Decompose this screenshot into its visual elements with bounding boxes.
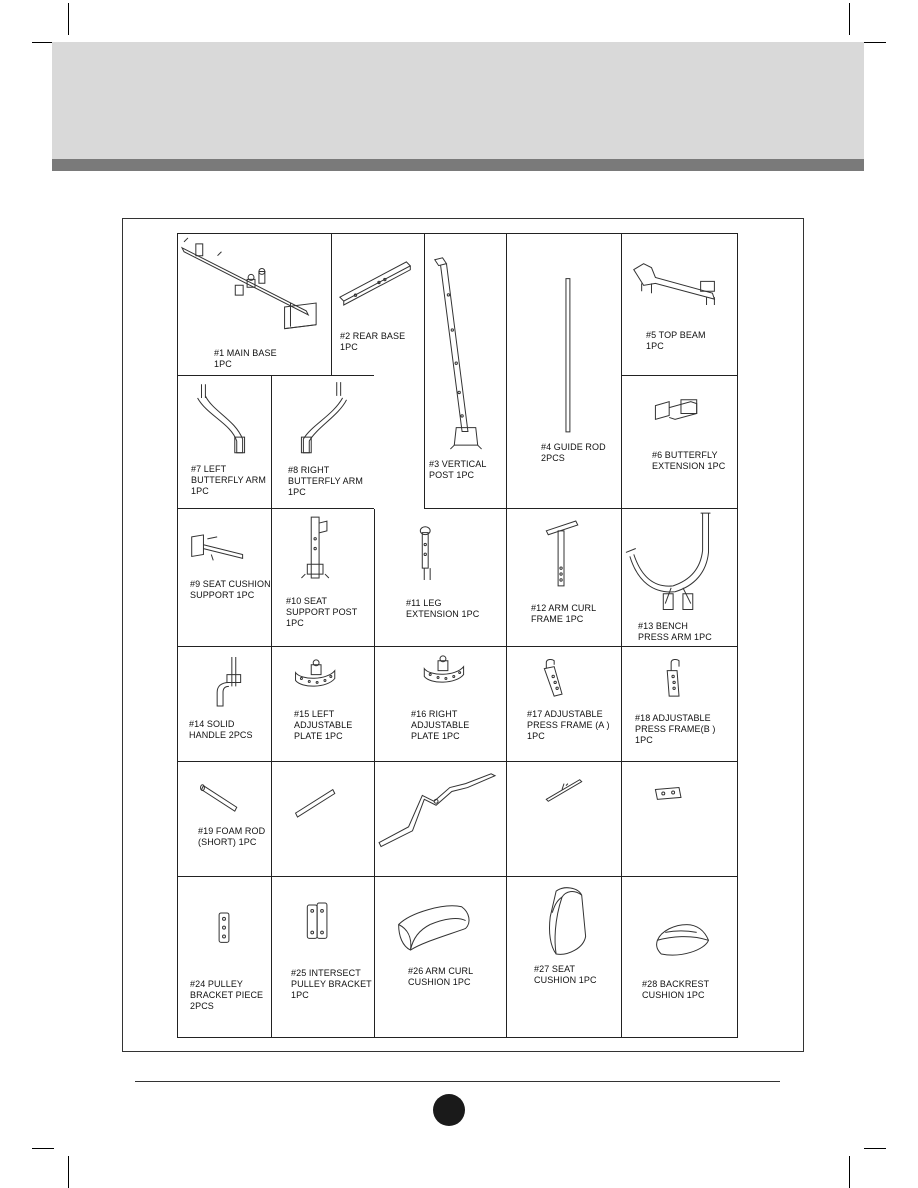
- part-cell-butterfly-extension: #6 BUTTERFLY EXTENSION 1PC: [621, 375, 738, 509]
- part-cell-seat-support-post: #10 SEAT SUPPORT POST 1PC: [271, 508, 375, 647]
- part-label: #28 BACKREST CUSHION 1PC: [642, 979, 710, 1000]
- part-cell-main-base: #1 MAIN BASE 1PC: [177, 233, 332, 376]
- short-bar-drawing: [507, 762, 621, 876]
- footer-rule: [135, 1081, 780, 1082]
- main-base-drawing: [178, 234, 331, 375]
- part-cell-intersect-pulley-bracket: #25 INTERSECT PULLEY BRACKET 1PC: [271, 876, 375, 1038]
- crop-mark: [32, 1148, 54, 1149]
- part-label: #3 VERTICAL POST 1PC: [429, 459, 487, 480]
- part-cell-pulley-bracket-piece: #24 PULLEY BRACKET PIECE 2PCS: [177, 876, 272, 1038]
- backrest-cushion-drawing: [622, 877, 737, 1037]
- crop-mark: [68, 3, 69, 35]
- foam-rod-drawing: [272, 762, 374, 876]
- bracket-drawing: [622, 762, 737, 876]
- part-label: #16 RIGHT ADJUSTABLE PLATE 1PC: [411, 709, 470, 741]
- part-label: #19 FOAM ROD (SHORT) 1PC: [198, 826, 266, 847]
- part-cell-bench-press-arm: #13 BENCH PRESS ARM 1PC: [621, 508, 738, 647]
- part-cell-foam-rod-short: #19 FOAM ROD (SHORT) 1PC: [177, 761, 272, 877]
- leg-extension-drawing: [375, 509, 506, 646]
- part-label: #9 SEAT CUSHION SUPPORT 1PC: [190, 579, 271, 600]
- part-cell-foam-rod-long-drawing: [271, 761, 375, 877]
- adjustable-press-frame-a-drawing: [507, 647, 621, 761]
- part-cell-adjustable-press-frame-b: #18 ADJUSTABLE PRESS FRAME(B ) 1PC: [621, 646, 738, 762]
- part-label: #10 SEAT SUPPORT POST 1PC: [286, 596, 358, 628]
- page-header-rule: [52, 159, 864, 171]
- part-cell-curl-bar-drawing: [374, 761, 507, 877]
- part-label: #27 SEAT CUSHION 1PC: [534, 964, 597, 985]
- part-cell-arm-curl-cushion: #26 ARM CURL CUSHION 1PC: [374, 876, 507, 1038]
- right-adjustable-plate-drawing: [375, 647, 506, 761]
- part-label: #4 GUIDE ROD 2PCS: [541, 442, 606, 463]
- part-label: #6 BUTTERFLY EXTENSION 1PC: [652, 450, 726, 471]
- right-butterfly-arm-drawing: [272, 376, 374, 508]
- part-label: #14 SOLID HANDLE 2PCS: [189, 719, 253, 740]
- intersect-pulley-bracket-drawing: [272, 877, 374, 1037]
- seat-cushion-drawing: [507, 877, 621, 1037]
- part-cell-right-butterfly-arm: #8 RIGHT BUTTERFLY ARM 1PC: [271, 375, 375, 509]
- part-cell-backrest-cushion: #28 BACKREST CUSHION 1PC: [621, 876, 738, 1038]
- part-cell-rear-base: #2 REAR BASE 1PC: [331, 233, 425, 376]
- left-butterfly-arm-drawing: [178, 376, 271, 508]
- pulley-bracket-piece-drawing: [178, 877, 271, 1037]
- part-cell-left-adjustable-plate: #15 LEFT ADJUSTABLE PLATE 1PC: [271, 646, 375, 762]
- part-label: #5 TOP BEAM 1PC: [646, 330, 706, 351]
- arm-curl-cushion-drawing: [375, 877, 506, 1037]
- top-beam-drawing: [622, 234, 737, 375]
- part-cell-adjustable-press-frame-a: #17 ADJUSTABLE PRESS FRAME (A ) 1PC: [506, 646, 622, 762]
- crop-mark: [864, 1148, 886, 1149]
- crop-mark: [849, 3, 850, 35]
- arm-curl-frame-drawing: [507, 509, 621, 646]
- part-label: #18 ADJUSTABLE PRESS FRAME(B ) 1PC: [635, 713, 716, 745]
- part-cell-vertical-post: #3 VERTICAL POST 1PC: [424, 233, 507, 509]
- part-cell-solid-handle: #14 SOLID HANDLE 2PCS: [177, 646, 272, 762]
- part-label: #2 REAR BASE 1PC: [340, 331, 406, 352]
- part-label: #13 BENCH PRESS ARM 1PC: [638, 621, 712, 642]
- crop-mark: [68, 1156, 69, 1188]
- part-label: #15 LEFT ADJUSTABLE PLATE 1PC: [294, 709, 353, 741]
- part-cell-left-butterfly-arm: #7 LEFT BUTTERFLY ARM 1PC: [177, 375, 272, 509]
- crop-mark: [864, 42, 886, 43]
- part-cell-seat-cushion: #27 SEAT CUSHION 1PC: [506, 876, 622, 1038]
- vertical-post-drawing: [425, 234, 506, 508]
- left-adjustable-plate-drawing: [272, 647, 374, 761]
- rear-base-drawing: [332, 234, 424, 375]
- adjustable-press-frame-b-drawing: [622, 647, 737, 761]
- butterfly-extension-drawing: [622, 376, 737, 508]
- part-label: #12 ARM CURL FRAME 1PC: [531, 603, 597, 624]
- part-label: #24 PULLEY BRACKET PIECE 2PCS: [190, 979, 264, 1011]
- solid-handle-drawing: [178, 647, 271, 761]
- seat-cushion-support-drawing: [178, 509, 271, 646]
- part-label: #7 LEFT BUTTERFLY ARM 1PC: [191, 464, 266, 496]
- parts-list-frame: [122, 218, 804, 1052]
- part-label: #1 MAIN BASE 1PC: [214, 348, 277, 369]
- part-cell-arm-curl-frame: #12 ARM CURL FRAME 1PC: [506, 508, 622, 647]
- part-cell-guide-rod: #4 GUIDE ROD 2PCS: [506, 233, 622, 509]
- part-label: #26 ARM CURL CUSHION 1PC: [408, 966, 474, 987]
- page-header-band: [52, 42, 864, 159]
- curl-bar-drawing: [375, 762, 506, 876]
- part-label: #11 LEG EXTENSION 1PC: [406, 598, 480, 619]
- foam-rod-short-drawing: [178, 762, 271, 876]
- seat-support-post-drawing: [272, 509, 374, 646]
- part-cell-bracket-drawing: [621, 761, 738, 877]
- part-label: #17 ADJUSTABLE PRESS FRAME (A ) 1PC: [527, 709, 610, 741]
- part-cell-seat-cushion-support: #9 SEAT CUSHION SUPPORT 1PC: [177, 508, 272, 647]
- part-cell-top-beam: #5 TOP BEAM 1PC: [621, 233, 738, 376]
- part-cell-right-adjustable-plate: #16 RIGHT ADJUSTABLE PLATE 1PC: [374, 646, 507, 762]
- part-label: #25 INTERSECT PULLEY BRACKET 1PC: [291, 968, 372, 1000]
- empty-grid-cell: [374, 375, 425, 509]
- page-number-badge: [433, 1094, 465, 1126]
- crop-mark: [849, 1156, 850, 1188]
- part-label: #8 RIGHT BUTTERFLY ARM 1PC: [288, 465, 363, 497]
- part-cell-short-bar-drawing: [506, 761, 622, 877]
- bench-press-arm-drawing: [622, 509, 737, 646]
- part-cell-leg-extension: #11 LEG EXTENSION 1PC: [374, 508, 507, 647]
- crop-mark: [32, 42, 54, 43]
- guide-rod-drawing: [507, 234, 621, 508]
